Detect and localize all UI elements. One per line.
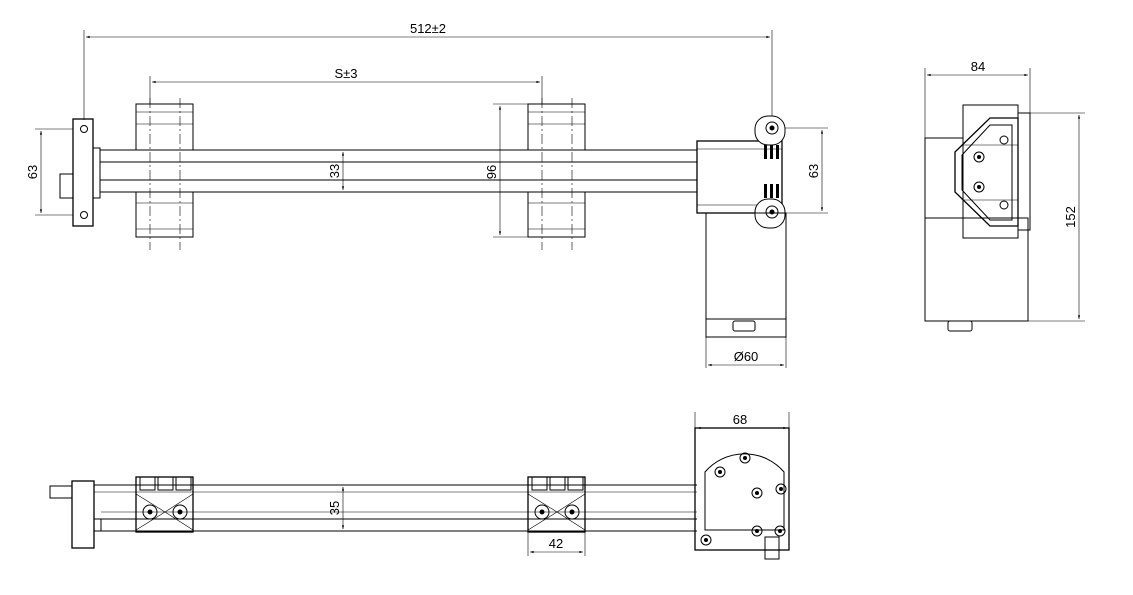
- overall-length-label: 512±2: [410, 21, 446, 36]
- motor-diameter-label: Ø60: [734, 349, 759, 364]
- flange-height-label: 63: [25, 165, 40, 179]
- side-view: 84 152: [924, 59, 1085, 332]
- motor-end-height-label: 63: [806, 164, 821, 178]
- dim-carriage-height: 96: [484, 103, 528, 238]
- dim-flange-height: 63: [25, 128, 73, 216]
- side-width-label: 84: [971, 59, 985, 74]
- carriage-width-label: 42: [549, 536, 563, 551]
- front-view: 512±2 S±3 63 33 96: [25, 21, 828, 368]
- bottom-carriage-right: [527, 476, 586, 533]
- bottom-view: 35 42 68: [49, 412, 790, 560]
- side-height-label: 152: [1063, 206, 1078, 228]
- drive-housing: [696, 115, 786, 229]
- dim-gearbox-width: 68: [697, 412, 787, 430]
- dim-bottom-rail-height: 35: [327, 487, 345, 529]
- dim-motor-diameter: Ø60: [708, 349, 784, 367]
- side-housing: [924, 68, 1085, 332]
- bottom-carriage-left: [135, 476, 194, 533]
- bottom-rail-height-label: 35: [327, 501, 342, 515]
- dim-carriage-width: 42: [527, 532, 586, 556]
- rail-height-label: 33: [327, 164, 342, 178]
- carriage-left: [135, 98, 194, 250]
- carriage-height-label: 96: [484, 165, 499, 179]
- dim-side-width: 84: [927, 59, 1028, 77]
- linear-rail: [100, 149, 697, 193]
- dim-motor-end-height: 63: [785, 127, 828, 214]
- dim-rail-height: 33: [327, 152, 345, 190]
- bottom-end-plate: [49, 480, 102, 549]
- dim-side-height: 152: [1063, 115, 1081, 319]
- bottom-gearbox: [694, 412, 790, 560]
- dim-overall-length: 512±2: [83, 21, 773, 120]
- end-flange: [59, 118, 101, 227]
- bottom-rail: [94, 484, 697, 532]
- gearbox-width-label: 68: [733, 412, 747, 427]
- stroke-label: S±3: [334, 66, 357, 81]
- carriage-right: [527, 98, 586, 250]
- motor-body: [705, 212, 787, 368]
- dim-stroke: S±3: [149, 66, 543, 104]
